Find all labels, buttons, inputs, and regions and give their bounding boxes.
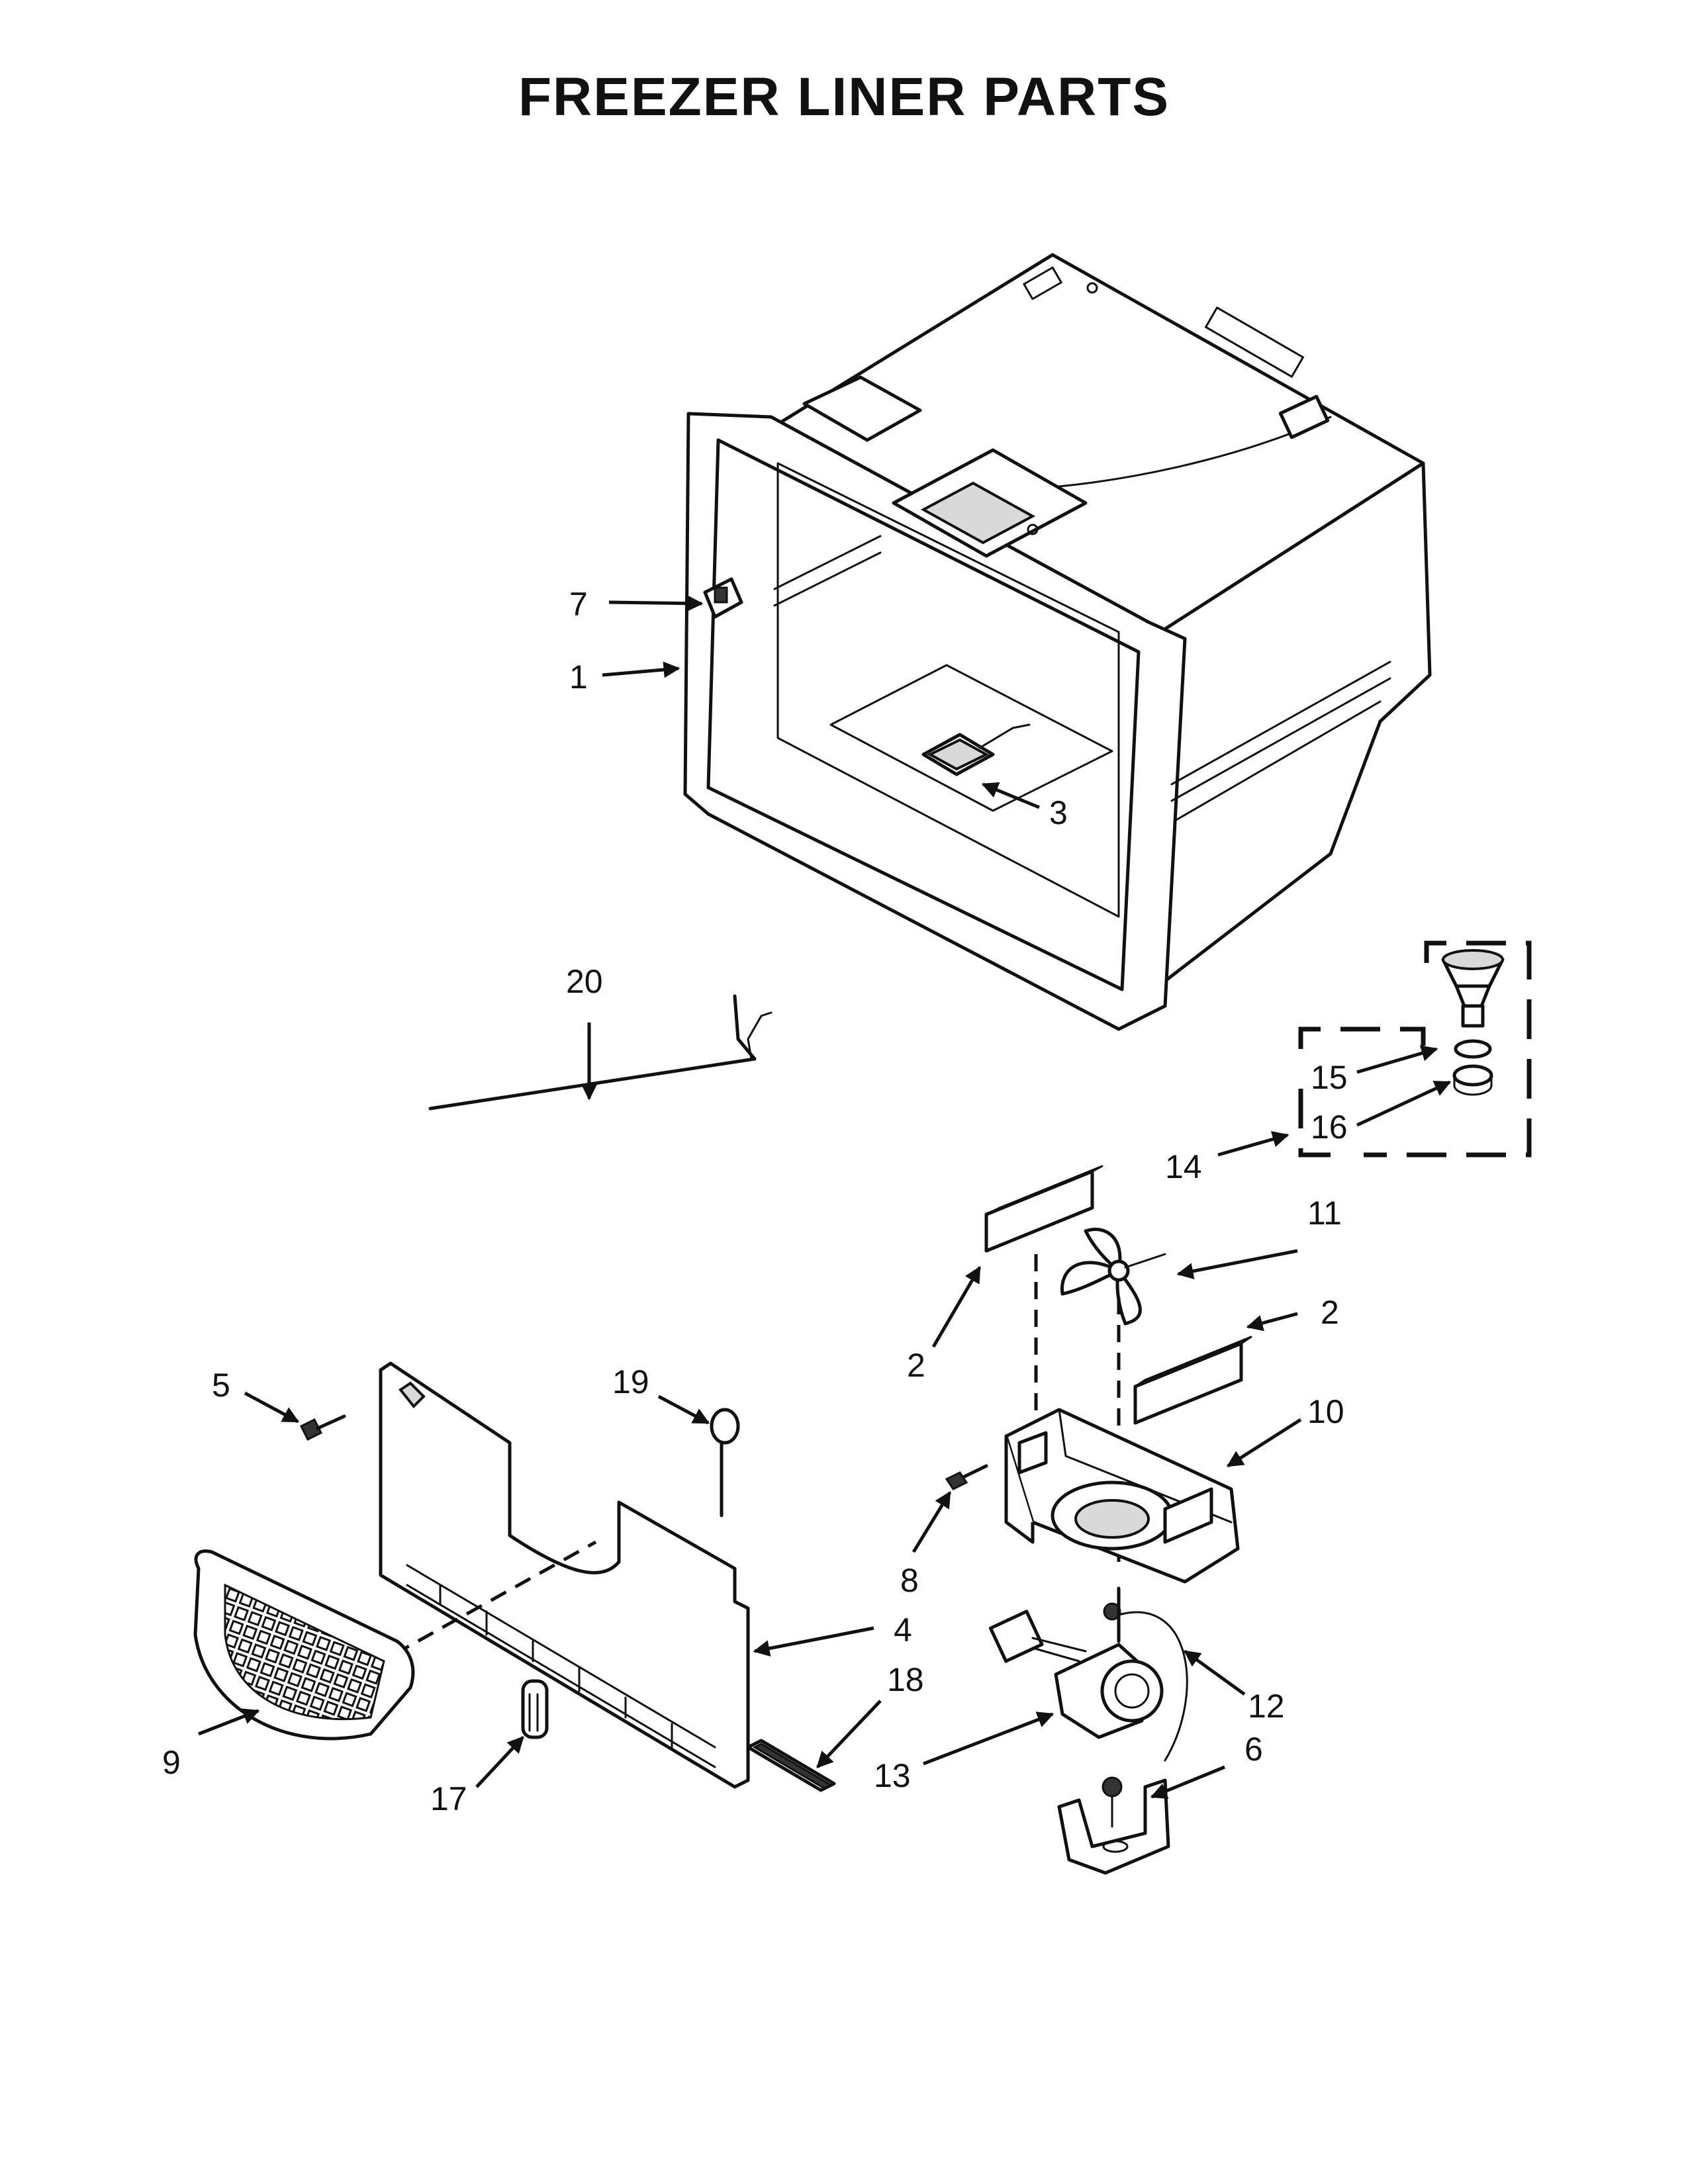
foam-block-upper: [984, 1165, 1103, 1253]
floor-module: [921, 723, 1031, 776]
leader-arrows: [198, 595, 1452, 1799]
grille-cover: [193, 1549, 415, 1741]
foam-block-right: [1133, 1336, 1252, 1425]
callout-1: 1: [569, 659, 588, 696]
fan-motor: [988, 1586, 1188, 1762]
sensor-wire: [428, 994, 773, 1111]
callout-8: 8: [900, 1562, 919, 1599]
callout-7: 7: [569, 586, 588, 623]
callout-9: 9: [162, 1744, 181, 1781]
freezer-liner: [683, 253, 1432, 1031]
screw-8: [945, 1464, 988, 1490]
callout-10: 10: [1307, 1393, 1344, 1430]
clip-17: [521, 1679, 549, 1739]
callout-3: 3: [1049, 794, 1068, 831]
gasket-strip-18: [746, 1739, 836, 1792]
callout-14: 14: [1165, 1148, 1202, 1185]
drain-assembly: [1298, 940, 1532, 1158]
evaporator-cover: [379, 1361, 750, 1789]
callout-18: 18: [887, 1661, 924, 1698]
callout-15: 15: [1311, 1059, 1348, 1096]
page-title: FREEZER LINER PARTS: [518, 67, 1170, 127]
door-switch: [703, 577, 743, 619]
callout-16: 16: [1311, 1109, 1348, 1146]
callout-5: 5: [212, 1367, 230, 1404]
sensor-19: [710, 1408, 740, 1518]
callout-20: 20: [566, 963, 603, 1000]
panel-axis-line: [393, 1540, 597, 1657]
callout-2-right: 2: [1321, 1294, 1339, 1331]
fan-housing: [1004, 1408, 1240, 1584]
callout-12: 12: [1248, 1688, 1285, 1725]
callout-6: 6: [1244, 1731, 1263, 1768]
callout-11: 11: [1307, 1195, 1342, 1232]
fan-blade: [1060, 1228, 1166, 1326]
screw-5: [299, 1414, 346, 1441]
callout-4: 4: [894, 1612, 912, 1649]
callout-labels: 1 2 2 3 4 5 6 7 8 9 10 11 12 13 14 15 16…: [162, 586, 1348, 1817]
callout-2-left: 2: [907, 1347, 925, 1384]
callout-13: 13: [874, 1757, 911, 1794]
motor-bracket: [1057, 1776, 1170, 1875]
callout-17: 17: [430, 1780, 467, 1817]
callout-19: 19: [612, 1363, 649, 1400]
